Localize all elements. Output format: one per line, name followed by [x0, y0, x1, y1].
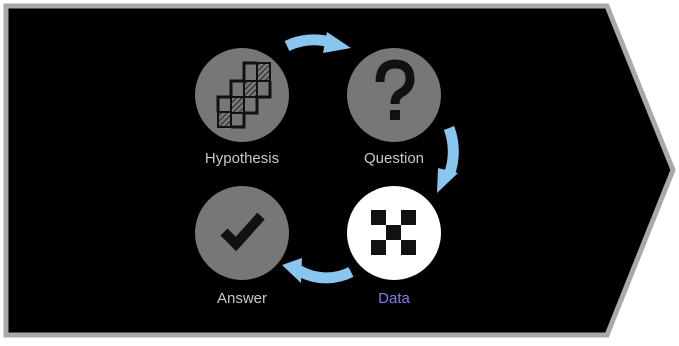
node-answer-label: Answer: [217, 290, 267, 307]
checkerboard-icon: [371, 210, 416, 255]
arrow-hypothesis-to-question: [284, 34, 332, 52]
node-hypothesis: Hypothesis: [195, 48, 289, 167]
dna-strand-icon: [216, 61, 272, 129]
arrowhead-data-to-answer: [282, 258, 302, 283]
node-data: Data: [347, 186, 441, 307]
cycle-arrows: [282, 32, 459, 284]
node-question: Question: [347, 48, 441, 167]
node-hypothesis-label: Hypothesis: [205, 150, 279, 167]
arrowhead-hypothesis-to-question: [323, 32, 351, 53]
chevron-frame: [3, 3, 676, 338]
node-data-label: Data: [378, 290, 410, 307]
question-mark-icon: [375, 59, 415, 120]
arrow-question-to-data: [443, 126, 459, 177]
node-answer: Answer: [195, 186, 289, 307]
arrow-data-to-answer: [295, 265, 354, 284]
arrowhead-question-to-data: [437, 168, 458, 193]
checkmark-icon: [220, 212, 265, 252]
node-question-label: Question: [364, 150, 424, 167]
